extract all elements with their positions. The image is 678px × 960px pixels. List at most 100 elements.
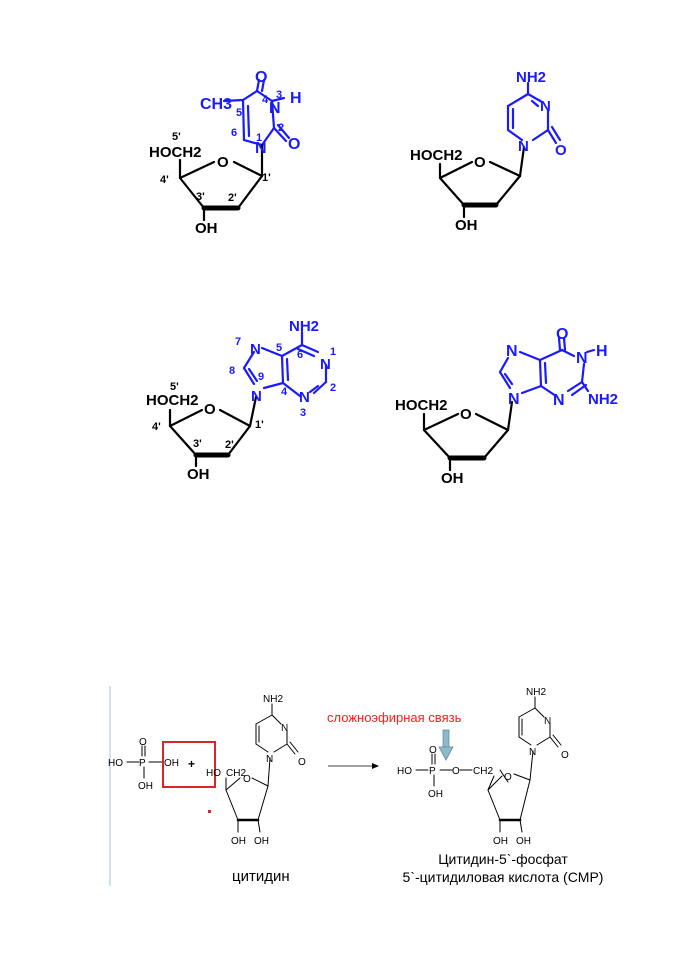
- cytidine-nh2: NH2: [263, 694, 283, 705]
- product-ch2: CH2: [473, 766, 493, 777]
- product-name-2: 5`-цитидиловая кислота (CMP): [403, 869, 604, 885]
- deoxyadenosine-num2: 2: [330, 382, 336, 394]
- deoxycytidine-ring-o: O: [474, 154, 486, 171]
- phosphate-ho: HO: [108, 758, 123, 769]
- deoxyadenosine-2prime: 2': [225, 439, 234, 451]
- phosphate-o-top: O: [139, 737, 147, 748]
- product-phosphate-o-top: O: [429, 745, 437, 756]
- deoxyguanosine-ring-o: O: [460, 406, 472, 423]
- thymidine-structure: CH3 O H N O N 5 4 3 6 2 1 HOCH2 5' O 4' …: [149, 69, 302, 237]
- deoxyadenosine-n1: N: [320, 356, 331, 373]
- deoxyguanosine-n1: N: [576, 350, 588, 367]
- deoxyguanosine-hoch2: HOCH2: [395, 397, 448, 414]
- deoxyadenosine-num9: 9: [258, 371, 264, 383]
- deoxyadenosine-3prime: 3': [193, 438, 202, 450]
- cytidine-n3: N: [281, 723, 288, 734]
- deoxyadenosine-sugar-bonds: [168, 395, 258, 468]
- thymidine-h3: H: [290, 90, 302, 107]
- deoxyadenosine-num5: 5: [276, 342, 282, 354]
- cytosine-base-bonds: [506, 81, 562, 145]
- product-oh-3prime: OH: [493, 836, 508, 847]
- thymidine-num2: 2: [278, 122, 284, 134]
- deoxyadenosine-num3: 3: [300, 407, 306, 419]
- deoxyguanosine-h1: H: [596, 343, 608, 360]
- deoxyguanosine-n7: N: [506, 343, 518, 360]
- phosphate-oh-bottom: OH: [138, 781, 153, 792]
- thymidine-oh: OH: [195, 220, 218, 237]
- product-phosphate-oh: OH: [428, 789, 443, 800]
- product-oh-2prime: OH: [516, 836, 531, 847]
- deoxyadenosine-structure: NH2 6 1 7 N 5 N 8 9 4 2 N N 3 5' HOCH2 O…: [146, 318, 336, 483]
- thymidine-num4: 4: [262, 94, 269, 106]
- guanine-base-bonds: [498, 336, 596, 398]
- thymine-base-bonds: [222, 78, 291, 147]
- cytidine-oh-3prime: OH: [231, 836, 246, 847]
- cytidine-ring-o: O: [243, 774, 251, 785]
- deoxyguanosine-sugar-bonds: [422, 400, 514, 472]
- deoxyguanosine-nh2: NH2: [588, 391, 618, 408]
- thymidine-1prime: 1': [262, 172, 271, 184]
- phosphate-p: P: [139, 758, 146, 769]
- cytidine-ch2: CH2: [226, 768, 246, 779]
- deoxycytidine-nh2: NH2: [516, 69, 546, 86]
- deoxyguanosine-oh: OH: [441, 470, 464, 487]
- thymidine-o4: O: [255, 69, 267, 86]
- cytidine-oh-2prime: OH: [254, 836, 269, 847]
- cytidine-o2: O: [298, 757, 306, 768]
- deoxycytidine-structure: NH2 N O N HOCH2 O OH: [410, 69, 567, 234]
- deoxyguanosine-o6: O: [556, 326, 568, 343]
- deoxyadenosine-n7: N: [250, 341, 261, 358]
- deoxyadenosine-nh2: NH2: [289, 318, 319, 335]
- deoxyadenosine-num4: 4: [281, 386, 288, 398]
- thymidine-n3: N: [269, 100, 281, 117]
- deoxyadenosine-num7: 7: [235, 336, 241, 348]
- deoxyadenosine-hoch2: HOCH2: [146, 392, 199, 409]
- thymidine-num1: 1: [256, 132, 262, 144]
- product-p: P: [429, 766, 436, 777]
- deoxycytidine-n3: N: [540, 98, 551, 115]
- thymidine-3prime: 3': [196, 191, 205, 203]
- water-elimination-box: [162, 741, 216, 788]
- thymidine-num5: 5: [236, 107, 242, 119]
- thymidine-4prime: 4': [160, 174, 169, 186]
- reaction-panel: O HO P OH OH +: [108, 686, 603, 886]
- deoxycytidine-sugar-bonds: [438, 145, 526, 219]
- thymidine-ring-o: O: [217, 154, 229, 171]
- deoxyguanosine-n9: N: [508, 391, 520, 408]
- deoxyadenosine-n9: N: [251, 388, 262, 405]
- thymidine-sugar-bonds: [178, 143, 264, 222]
- thymidine-num6: 6: [231, 127, 237, 139]
- deoxyadenosine-oh: OH: [187, 466, 210, 483]
- deoxycytidine-n1: N: [518, 138, 529, 155]
- product-o2: O: [561, 750, 569, 761]
- deoxycytidine-o2: O: [555, 142, 567, 159]
- plus-sign: +: [188, 757, 195, 771]
- deoxyadenosine-5prime: 5': [170, 381, 179, 393]
- product-ring-o: O: [504, 772, 512, 783]
- cytidine-n1: N: [266, 754, 273, 765]
- phosphoric-acid: O HO P OH OH: [108, 737, 179, 792]
- thymidine-ch3: CH3: [200, 96, 232, 113]
- product-bridge-o: O: [452, 766, 460, 777]
- product-n3: N: [544, 716, 551, 727]
- ester-bond-label: сложноэфирная связь: [327, 710, 462, 725]
- reactant-name: цитидин: [232, 868, 290, 885]
- deoxyadenosine-num6: 6: [297, 349, 303, 361]
- cytidine-ho: HO: [206, 768, 221, 779]
- product-nh2: NH2: [526, 687, 546, 698]
- deoxycytidine-oh: OH: [455, 217, 478, 234]
- adenine-base-bonds: [242, 330, 328, 398]
- product-n1: N: [529, 747, 536, 758]
- thymidine-o2: O: [288, 136, 300, 153]
- red-dot-mark: [208, 810, 211, 813]
- cmp-product: O HO P O CH2 OH NH2 N O N O OH OH: [397, 687, 569, 847]
- thymidine-5prime: 5': [172, 131, 181, 143]
- cytidine-reactant: NH2 N O N HO CH2 O OH OH: [206, 694, 306, 847]
- product-name-1: Цитидин-5`-фосфат: [438, 851, 568, 867]
- deoxyadenosine-num1: 1: [330, 346, 336, 358]
- thymidine-num3: 3: [276, 89, 282, 101]
- ester-bond-arrow: [438, 729, 454, 761]
- deoxyadenosine-ring-o: O: [204, 401, 216, 418]
- deoxyadenosine-4prime: 4': [152, 421, 161, 433]
